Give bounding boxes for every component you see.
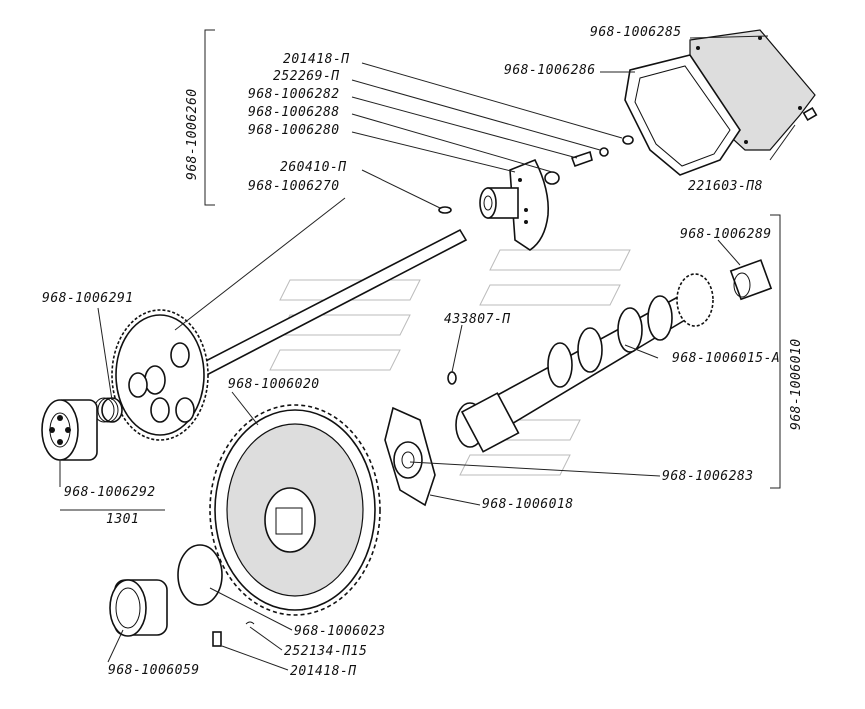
top-small-parts xyxy=(544,135,634,185)
big-gear xyxy=(209,404,381,616)
label-1006270: 968-1006270 xyxy=(248,179,340,194)
label-260410: 260410-П xyxy=(280,160,347,175)
camshaft xyxy=(455,273,714,453)
label-221603: 221603-П8 xyxy=(688,179,763,194)
label-1006291: 968-1006291 xyxy=(42,291,134,306)
label-1006280: 968-1006280 xyxy=(248,123,340,138)
bracket-1006010 xyxy=(770,214,781,489)
label-433807: 433807-П xyxy=(444,312,511,327)
label-201418-top: 201418-П xyxy=(283,52,350,67)
label-1006286: 968-1006286 xyxy=(504,63,596,78)
bracket-1006260 xyxy=(204,29,215,206)
thrust-plate xyxy=(384,406,436,507)
label-201418-bottom: 201418-П xyxy=(290,664,357,679)
label-1006288: 968-1006288 xyxy=(248,105,340,120)
bottom-bolt xyxy=(212,621,255,647)
left-gear xyxy=(111,309,209,441)
group-label-1006260: 968-1006260 xyxy=(185,88,200,180)
label-1006289: 968-1006289 xyxy=(680,227,772,242)
label-1006015: 968-1006015-А xyxy=(672,351,781,366)
group-label-1006010: 968-1006010 xyxy=(789,338,804,430)
bushing xyxy=(109,579,168,637)
cover-screw xyxy=(769,106,818,161)
label-1006020: 968-1006020 xyxy=(228,377,320,392)
label-1006285: 968-1006285 xyxy=(590,25,682,40)
long-shaft xyxy=(163,228,468,395)
label-1006292: 968-1006292 xyxy=(64,485,156,500)
label-1006283: 968-1006283 xyxy=(662,469,754,484)
label-1006023: 968-1006023 xyxy=(294,624,386,639)
snap-ring xyxy=(177,544,223,606)
label-1301: 1301 xyxy=(106,512,140,527)
label-252269: 252269-П xyxy=(273,69,340,84)
woodruff-key xyxy=(447,371,457,385)
gasket xyxy=(624,54,741,176)
ball-bearing xyxy=(41,399,98,461)
spring xyxy=(93,397,123,423)
key xyxy=(438,206,452,214)
label-252134: 252134-П15 xyxy=(284,644,368,659)
label-1006282: 968-1006282 xyxy=(248,87,340,102)
sleeve xyxy=(729,259,773,301)
flange-shaft xyxy=(479,158,550,251)
leader-lines xyxy=(59,35,769,671)
label-1006018: 968-1006018 xyxy=(482,497,574,512)
label-1006059: 968-1006059 xyxy=(108,663,200,678)
